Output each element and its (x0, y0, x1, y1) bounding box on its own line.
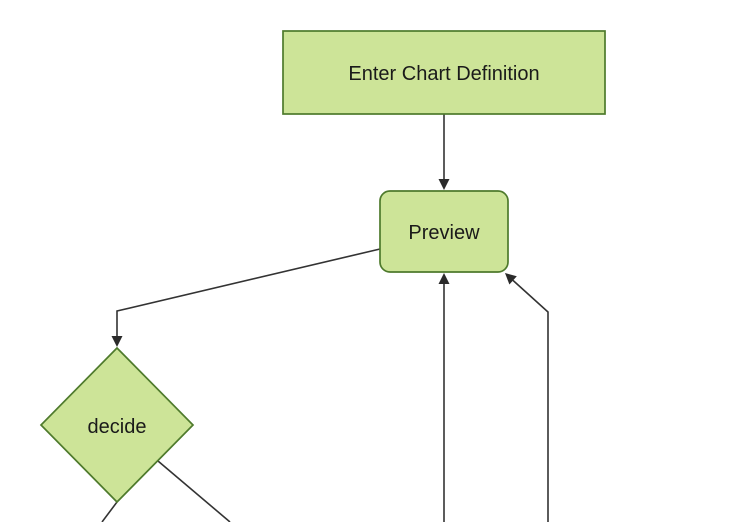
edge-offscreen-right-to-preview-line (512, 279, 549, 522)
edge-enter-to-preview-arrowhead (438, 179, 450, 190)
edge-offscreen-right-to-preview-arrowhead (505, 273, 517, 285)
edge-decide-to-offscreen-right-line (157, 460, 231, 522)
edge-offscreen-right-to-preview (505, 273, 549, 522)
edge-preview-to-decide (111, 248, 381, 347)
edge-decide-to-offscreen-left-line (101, 501, 118, 522)
edge-enter-to-preview (438, 114, 450, 190)
node-decide: decide (39, 346, 195, 504)
node-decide-label: decide (88, 416, 147, 438)
edge-offscreen-center-to-preview-arrowhead (438, 273, 450, 284)
node-enter-chart-definition-label: Enter Chart Definition (348, 63, 539, 85)
node-decide-shape (39, 346, 195, 504)
edge-decide-to-offscreen-left (101, 501, 118, 522)
node-enter-chart-definition-shape (282, 30, 606, 115)
node-preview-shape (379, 190, 509, 273)
edge-preview-to-decide-arrowhead (111, 336, 123, 347)
edge-decide-to-offscreen-right (157, 460, 231, 522)
edge-offscreen-center-to-preview (438, 273, 450, 522)
node-preview-label: Preview (408, 222, 480, 244)
edge-preview-to-decide-line (116, 248, 381, 337)
node-preview: Preview (379, 190, 509, 273)
node-enter-chart-definition: Enter Chart Definition (282, 30, 606, 115)
